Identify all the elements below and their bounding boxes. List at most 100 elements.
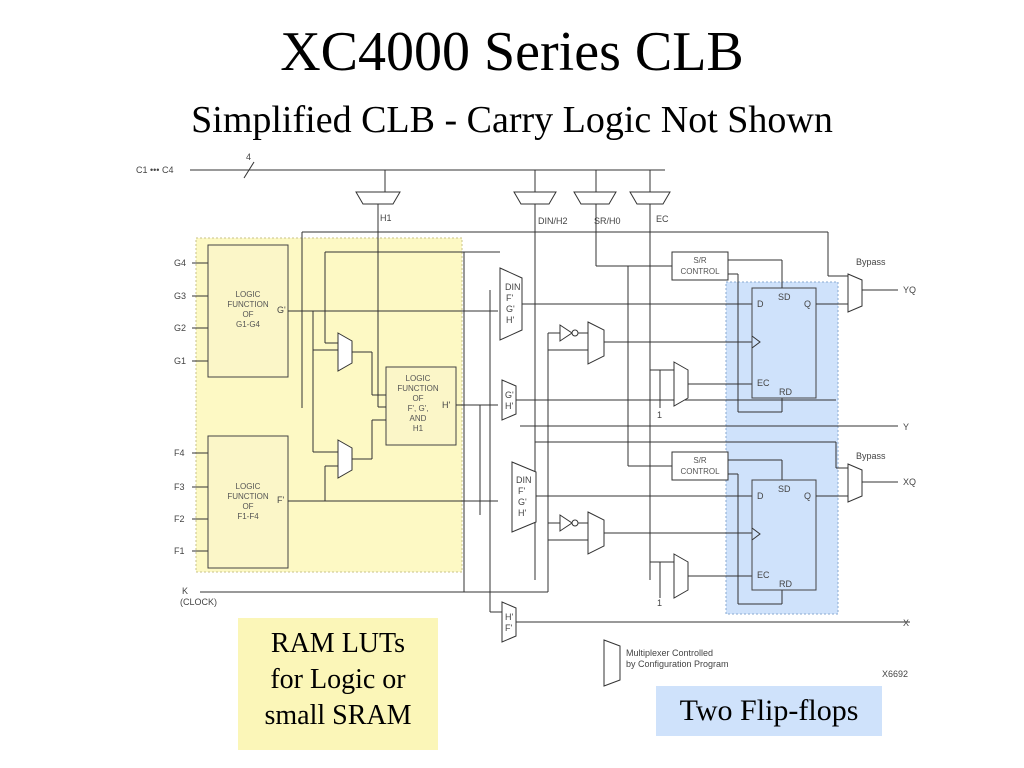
mux-top-h: H' bbox=[506, 315, 514, 325]
ffl-q: Q bbox=[804, 491, 811, 501]
lut-mux-lower bbox=[337, 439, 353, 479]
mux-label-din: DIN/H2 bbox=[538, 216, 568, 226]
mux-x-h: H' bbox=[505, 612, 513, 622]
g3-label: G3 bbox=[174, 291, 186, 301]
ffu-rd: RD bbox=[779, 387, 792, 397]
lut-h bbox=[385, 366, 457, 446]
sr-control-upper-line2: CONTROL bbox=[680, 267, 720, 276]
slide-title: XC4000 Series CLB bbox=[280, 21, 744, 83]
select-mux-bot bbox=[511, 461, 537, 533]
lut-g-line2: FUNCTION bbox=[227, 300, 269, 309]
callout-ram-luts-line3: small SRAM bbox=[264, 700, 412, 731]
lut-h-line6: H1 bbox=[413, 424, 424, 433]
f-inputs: F4 F3 F2 F1 bbox=[174, 448, 208, 556]
mux-label-sr: SR/H0 bbox=[594, 216, 621, 226]
config-mux-ec: EC bbox=[629, 170, 671, 224]
g1-label: G1 bbox=[174, 356, 186, 366]
lut-h-line5: AND bbox=[410, 414, 427, 423]
f3-label: F3 bbox=[174, 482, 185, 492]
lut-mux-upper bbox=[337, 332, 353, 372]
clock-label-k: K bbox=[182, 586, 188, 596]
sr-control-lower-line2: CONTROL bbox=[680, 467, 720, 476]
figure-id: X6692 bbox=[882, 669, 908, 679]
bus-width-label: 4 bbox=[246, 152, 251, 162]
config-mux-din: DIN/H2 bbox=[513, 170, 568, 226]
g4-label: G4 bbox=[174, 258, 186, 268]
callout-ram-luts-line2: for Logic or bbox=[270, 664, 406, 695]
ffl-rd: RD bbox=[779, 579, 792, 589]
lut-f-line1: LOGIC bbox=[236, 482, 261, 491]
lut-h-line4: F', G', bbox=[408, 404, 429, 413]
select-mux-top bbox=[499, 267, 523, 341]
bypass-lower-label: Bypass bbox=[856, 451, 886, 461]
clk-inverter-upper bbox=[559, 324, 573, 342]
lut-g-line3: OF bbox=[242, 310, 253, 319]
sr-control-lower bbox=[671, 451, 729, 481]
lut-g-line1: LOGIC bbox=[236, 290, 261, 299]
ffl-ec: EC bbox=[757, 570, 770, 580]
mux-top-f: F' bbox=[506, 293, 513, 303]
config-mux-h1: H1 bbox=[355, 170, 401, 223]
g2-label: G2 bbox=[174, 323, 186, 333]
bypass-upper-label: Bypass bbox=[856, 257, 886, 267]
output-y: Y bbox=[903, 422, 909, 432]
lut-h-line1: LOGIC bbox=[406, 374, 431, 383]
mux-bot-g: G' bbox=[518, 497, 527, 507]
mux-bot-din: DIN bbox=[516, 475, 532, 485]
callout-ram-luts-line1: RAM LUTs bbox=[270, 628, 406, 659]
clk-mux-lower bbox=[587, 511, 605, 555]
lut-f-line3: OF bbox=[242, 502, 253, 511]
mux-label-h1: H1 bbox=[380, 213, 392, 223]
lut-f-line2: FUNCTION bbox=[227, 492, 269, 501]
mux-bot-h: H' bbox=[518, 508, 526, 518]
clk-inverter-lower bbox=[559, 514, 573, 532]
bypass-mux-upper bbox=[847, 273, 863, 313]
lut-g-line4: G1-G4 bbox=[236, 320, 261, 329]
const-one-lower: 1 bbox=[657, 598, 662, 608]
lut-f-line4: F1-F4 bbox=[237, 512, 259, 521]
ec-mux-lower bbox=[673, 553, 689, 599]
f4-label: F4 bbox=[174, 448, 185, 458]
output-xq: XQ bbox=[903, 477, 916, 487]
lut-h-line3: OF bbox=[412, 394, 423, 403]
flipflop-lower bbox=[751, 479, 817, 591]
output-x: X bbox=[903, 618, 909, 628]
g-out-label: G' bbox=[277, 305, 286, 315]
select-mux-x bbox=[501, 601, 517, 643]
legend-line1: Multiplexer Controlled bbox=[626, 648, 713, 658]
mux-bot-f: F' bbox=[518, 486, 525, 496]
f2-label: F2 bbox=[174, 514, 185, 524]
ffu-sd: SD bbox=[778, 292, 791, 302]
callout-ram-luts: RAM LUTs for Logic or small SRAM bbox=[238, 618, 438, 750]
mux-mid-h: H' bbox=[505, 401, 513, 411]
ffu-ec: EC bbox=[757, 378, 770, 388]
bypass-mux-lower bbox=[847, 463, 863, 503]
flipflop-upper bbox=[751, 287, 817, 399]
const-one-upper: 1 bbox=[657, 410, 662, 420]
lut-h-line2: FUNCTION bbox=[397, 384, 439, 393]
f1-label: F1 bbox=[174, 546, 185, 556]
sr-control-upper bbox=[671, 251, 729, 281]
mux-top-din: DIN bbox=[505, 282, 521, 292]
carry-label: C1 ••• C4 bbox=[136, 165, 173, 175]
callout-flip-flops: Two Flip-flops bbox=[656, 686, 882, 736]
config-mux-sr: SR/H0 bbox=[573, 170, 621, 226]
clock-label-text: (CLOCK) bbox=[180, 597, 217, 607]
mux-top-g: G' bbox=[506, 304, 515, 314]
output-yq: YQ bbox=[903, 285, 916, 295]
ffu-d: D bbox=[757, 299, 764, 309]
sr-control-lower-line1: S/R bbox=[693, 456, 707, 465]
f-out-label: F' bbox=[277, 495, 284, 505]
ec-mux-upper bbox=[673, 361, 689, 407]
h-out-label: H' bbox=[442, 400, 450, 410]
lut-f bbox=[207, 435, 289, 569]
sr-control-upper-line1: S/R bbox=[693, 256, 707, 265]
select-mux-mid bbox=[501, 379, 517, 421]
ffl-sd: SD bbox=[778, 484, 791, 494]
legend-mux-symbol bbox=[603, 639, 621, 687]
legend-line2: by Configuration Program bbox=[626, 659, 729, 669]
clk-mux-upper bbox=[587, 321, 605, 365]
g-inputs: G4 G3 G2 G1 bbox=[174, 258, 208, 366]
slide-subtitle: Simplified CLB - Carry Logic Not Shown bbox=[191, 99, 833, 141]
